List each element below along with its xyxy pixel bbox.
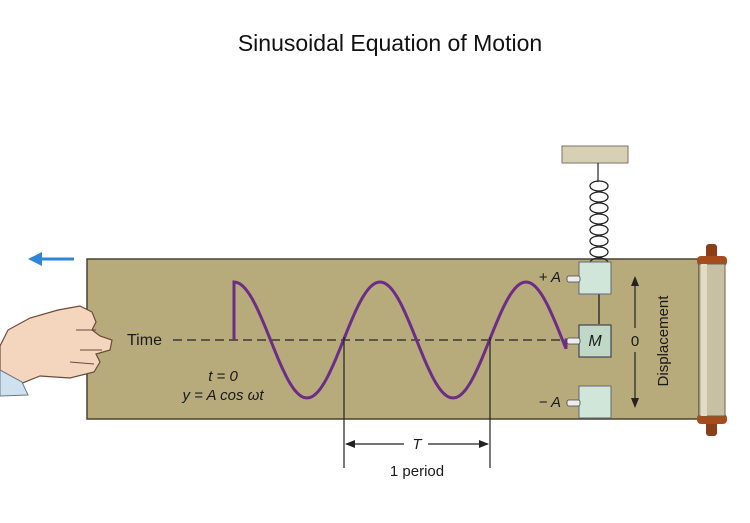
minus-a-label: − A xyxy=(539,394,561,411)
minus-a-box xyxy=(578,385,612,419)
plus-a-box xyxy=(578,261,612,295)
period-label: 1 period xyxy=(390,463,444,480)
hand-icon xyxy=(0,305,113,397)
zero-label: 0 xyxy=(631,333,639,350)
sine-wave xyxy=(232,280,568,400)
displacement-label: Displacement xyxy=(655,295,672,387)
left-arrow-icon xyxy=(28,252,74,266)
mass-label: M xyxy=(588,333,602,350)
t0-label: t = 0 xyxy=(208,368,238,385)
equation-label: y = A cos ωt xyxy=(181,387,264,404)
ceiling xyxy=(561,145,629,164)
diagram-title: Sinusoidal Equation of Motion xyxy=(237,30,543,56)
period-symbol: T xyxy=(412,436,423,453)
time-label: Time xyxy=(127,332,162,349)
displacement-arrow xyxy=(631,276,639,408)
plus-a-label: + A xyxy=(539,269,561,286)
paper-roll-icon xyxy=(697,244,727,436)
period-arrow xyxy=(345,440,489,448)
